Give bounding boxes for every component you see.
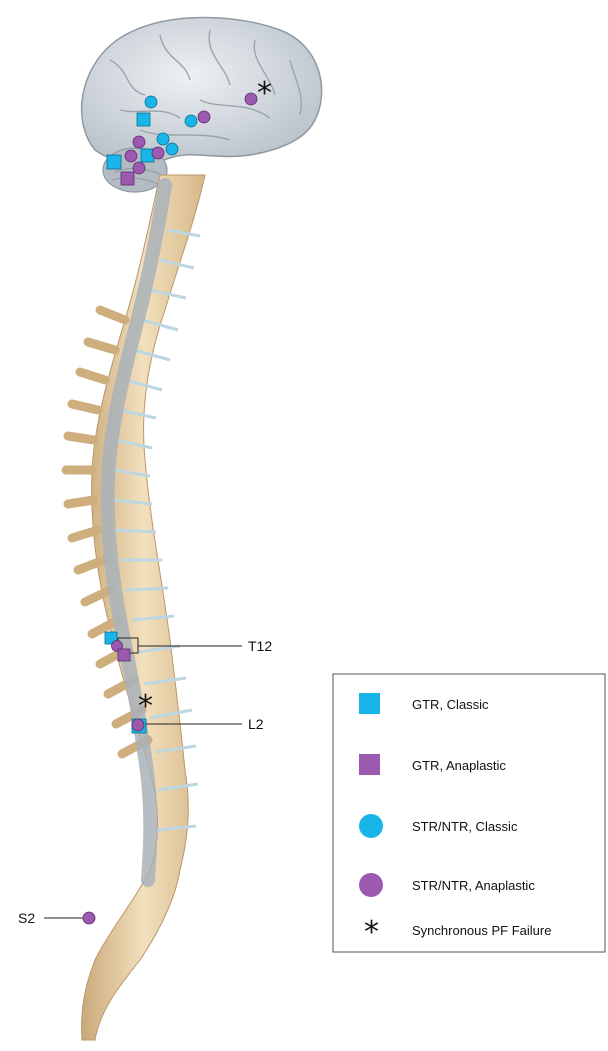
marker-str-classic	[166, 143, 178, 155]
marker-gtr-classic	[137, 113, 150, 126]
marker-str-anaplastic	[125, 150, 137, 162]
label-s2: S2	[18, 910, 35, 926]
legend-label-gtr-anaplastic: GTR, Anaplastic	[412, 758, 506, 773]
legend-label-pf-failure: Synchronous PF Failure	[412, 923, 551, 938]
legend: GTR, Classic GTR, Anaplastic STR/NTR, Cl…	[333, 674, 605, 952]
marker-str-classic	[185, 115, 197, 127]
legend-swatch-str-anaplastic	[359, 873, 383, 897]
legend-star-icon: *	[364, 915, 379, 950]
marker-str-classic	[145, 96, 157, 108]
legend-label-str-anaplastic: STR/NTR, Anaplastic	[412, 878, 535, 893]
marker-str-anaplastic	[83, 912, 95, 924]
legend-swatch-gtr-anaplastic	[359, 754, 380, 775]
marker-str-anaplastic	[245, 93, 257, 105]
marker-gtr-anaplastic	[118, 649, 130, 661]
marker-str-anaplastic	[133, 162, 145, 174]
marker-str-anaplastic	[133, 136, 145, 148]
label-l2: L2	[248, 716, 264, 732]
synchronous-pf-failure-star: *	[257, 76, 272, 111]
legend-swatch-gtr-classic	[359, 693, 380, 714]
marker-str-classic	[157, 133, 169, 145]
marker-str-anaplastic	[132, 719, 144, 731]
legend-label-gtr-classic: GTR, Classic	[412, 697, 489, 712]
marker-str-anaplastic	[152, 147, 164, 159]
marker-gtr-classic	[107, 155, 121, 169]
label-t12: T12	[248, 638, 272, 654]
legend-swatch-str-classic	[359, 814, 383, 838]
marker-str-anaplastic	[198, 111, 210, 123]
legend-label-str-classic: STR/NTR, Classic	[412, 819, 518, 834]
spinal-column	[66, 175, 205, 1040]
marker-gtr-anaplastic	[121, 172, 134, 185]
legend-box	[333, 674, 605, 952]
